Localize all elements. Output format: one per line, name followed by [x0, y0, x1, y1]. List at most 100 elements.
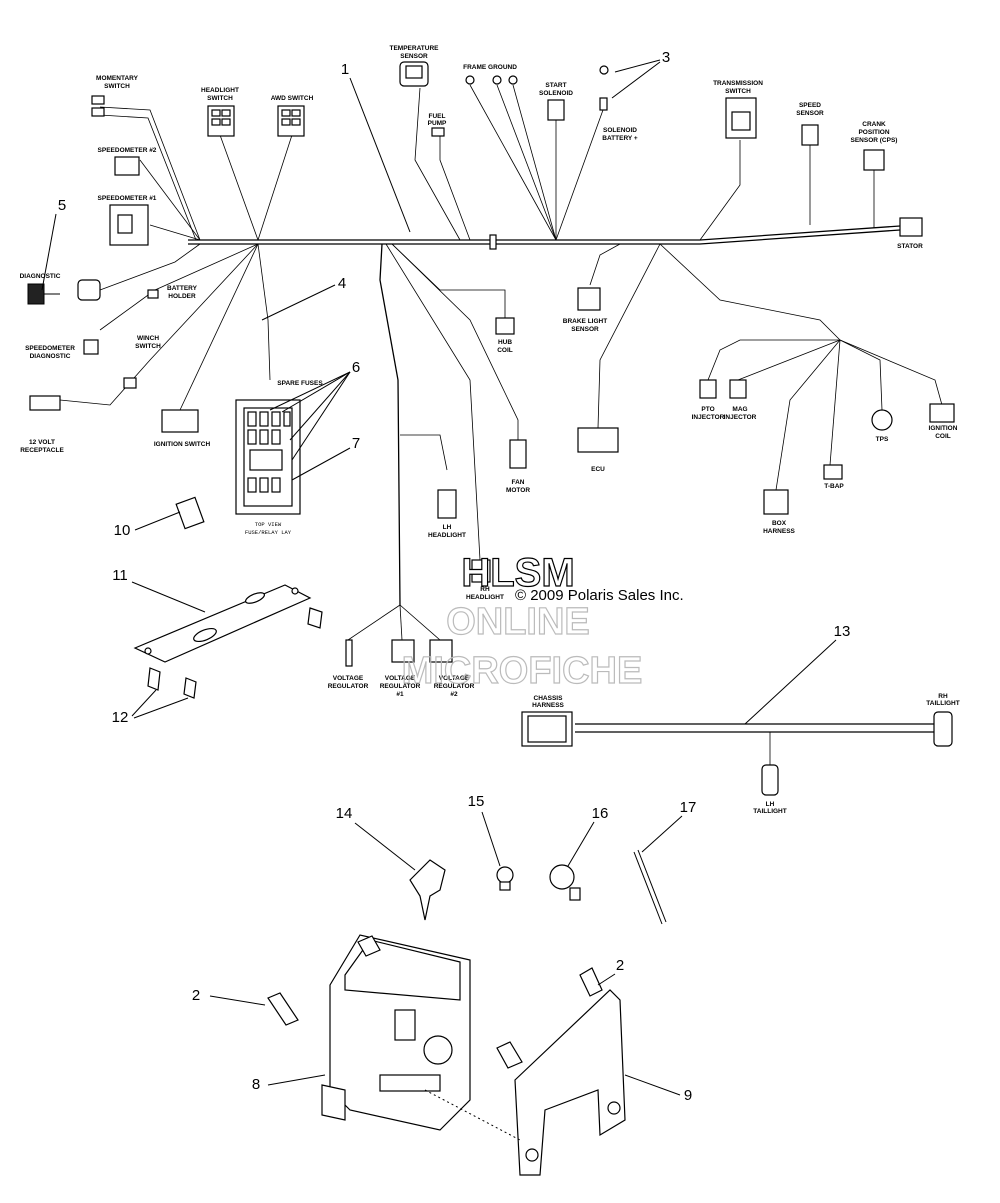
cable-clamp-small — [496, 866, 514, 891]
callout-17: 17 — [680, 799, 697, 816]
momentary-switch: MOMENTARY SWITCH — [91, 75, 139, 117]
svg-text:POSITION: POSITION — [858, 129, 889, 136]
callout-4: 4 — [338, 275, 346, 292]
callout-14: 14 — [336, 805, 353, 822]
callout-13: 13 — [834, 623, 851, 640]
watermark: HLSM ONLINE MICROFICHE © 2009 Polaris Sa… — [401, 550, 684, 692]
frame-ground: FRAME GROUND — [463, 64, 518, 85]
svg-text:STATOR: STATOR — [897, 243, 923, 250]
svg-text:SENSOR: SENSOR — [400, 53, 428, 60]
svg-text:TAILLIGHT: TAILLIGHT — [926, 700, 959, 707]
speedometer-diagnostic: SPEEDOMETER DIAGNOSTIC — [25, 339, 99, 360]
relay — [175, 496, 205, 530]
solenoid-battery: SOLENOID BATTERY + — [599, 65, 638, 142]
fuse-relay-box: SPARE FUSES TOP VIEW FUSE/RELAY LAY — [235, 380, 323, 536]
svg-text:12 VOLT: 12 VOLT — [29, 439, 55, 446]
svg-text:MICROFICHE: MICROFICHE — [402, 650, 643, 692]
callout-5: 5 — [58, 197, 66, 214]
mag-injector: MAG INJECTOR — [724, 379, 757, 421]
svg-text:MOMENTARY: MOMENTARY — [96, 75, 139, 82]
svg-text:VOLTAGE: VOLTAGE — [439, 675, 470, 682]
svg-text:SPEEDOMETER #1: SPEEDOMETER #1 — [98, 195, 157, 202]
battery-holder: BATTERY HOLDER — [147, 285, 198, 300]
svg-text:T-BAP: T-BAP — [824, 483, 844, 490]
svg-text:SOLENOID: SOLENOID — [603, 127, 637, 134]
svg-text:MOTOR: MOTOR — [506, 487, 530, 494]
voltage-regulator: VOLTAGE REGULATOR — [328, 639, 369, 690]
svg-text:MAG: MAG — [732, 406, 747, 413]
svg-text:SWITCH: SWITCH — [135, 343, 161, 350]
svg-text:SENSOR: SENSOR — [571, 326, 599, 333]
svg-text:DIAGNOSTIC: DIAGNOSTIC — [30, 353, 71, 360]
speedometer-2: SPEEDOMETER #2 — [98, 147, 157, 176]
start-solenoid: START SOLENOID — [539, 82, 573, 121]
svg-text:SWITCH: SWITCH — [725, 88, 751, 95]
voltage-regulator-1: VOLTAGE REGULATOR #1 — [380, 639, 421, 698]
twelve-volt-receptacle: 12 VOLT RECEPTACLE — [20, 395, 64, 454]
cable-clamp-large — [549, 864, 581, 901]
svg-text:REGULATOR: REGULATOR — [328, 683, 369, 690]
main-harness — [59, 84, 943, 641]
callouts: 1 2 2 3 4 5 6 7 8 9 10 11 12 13 14 15 — [41, 49, 851, 1104]
ecu-module — [321, 934, 471, 1131]
svg-text:PUMP: PUMP — [428, 120, 447, 127]
svg-text:TPS: TPS — [876, 436, 889, 443]
callout-12: 12 — [112, 709, 129, 726]
copyright-text: © 2009 Polaris Sales Inc. — [515, 587, 684, 604]
ignition-coil: IGNITION COIL — [929, 403, 958, 440]
svg-text:BATTERY: BATTERY — [167, 285, 198, 292]
svg-text:AWD SWITCH: AWD SWITCH — [271, 95, 314, 102]
callout-1: 1 — [341, 61, 349, 78]
svg-text:HEADLIGHT: HEADLIGHT — [428, 532, 466, 539]
svg-text:HLSM: HLSM — [461, 551, 574, 595]
t-bap: T-BAP — [823, 464, 844, 490]
svg-text:START: START — [545, 82, 566, 89]
svg-text:SPEEDOMETER #2: SPEEDOMETER #2 — [98, 147, 157, 154]
svg-text:WINCH: WINCH — [137, 335, 159, 342]
svg-text:COIL: COIL — [497, 347, 513, 354]
taillight-harness: CHASSIS HARNESS RH TAILLIGHT LH TAILLIGH… — [521, 693, 960, 815]
temperature-sensor: TEMPERATURE SENSOR — [390, 45, 440, 87]
diagnostic: DIAGNOSTIC — [20, 273, 101, 305]
cable-tie — [633, 849, 667, 925]
svg-text:VOLTAGE: VOLTAGE — [385, 675, 416, 682]
callout-16: 16 — [592, 805, 609, 822]
svg-text:BRAKE LIGHT: BRAKE LIGHT — [563, 318, 607, 325]
box-harness: BOX HARNESS — [763, 489, 796, 535]
speedometer-1: SPEEDOMETER #1 — [98, 195, 157, 246]
pto-injector: PTO INJECTOR — [692, 379, 725, 421]
callout-3: 3 — [662, 49, 670, 66]
svg-text:SWITCH: SWITCH — [104, 83, 130, 90]
svg-text:RH: RH — [480, 586, 490, 593]
svg-text:SENSOR (CPS): SENSOR (CPS) — [851, 137, 898, 144]
svg-text:FUEL: FUEL — [429, 113, 446, 120]
svg-text:COIL: COIL — [935, 433, 951, 440]
svg-text:TAILLIGHT: TAILLIGHT — [753, 808, 786, 815]
bracket-plate — [133, 584, 323, 699]
callout-15: 15 — [468, 793, 485, 810]
callout-2: 2 — [192, 987, 200, 1004]
transmission-switch: TRANSMISSION SWITCH — [713, 80, 763, 139]
svg-text:BATTERY +: BATTERY + — [602, 135, 638, 142]
svg-text:PTO: PTO — [701, 406, 714, 413]
svg-text:HUB: HUB — [498, 339, 512, 346]
ecu: ECU — [577, 427, 619, 473]
speed-sensor: SPEED SENSOR — [796, 102, 824, 146]
svg-text:BOX: BOX — [772, 520, 787, 527]
svg-text:LH: LH — [443, 524, 452, 531]
svg-text:REGULATOR: REGULATOR — [434, 683, 475, 690]
callout-10: 10 — [114, 522, 131, 539]
svg-text:HOLDER: HOLDER — [168, 293, 196, 300]
svg-text:ONLINE: ONLINE — [446, 601, 590, 643]
crank-position-sensor: CRANK POSITION SENSOR (CPS) — [851, 121, 898, 171]
winch-switch: WINCH SWITCH — [123, 335, 161, 389]
svg-text:VOLTAGE: VOLTAGE — [333, 675, 364, 682]
tps: TPS — [871, 409, 893, 443]
headlight-switch: HEADLIGHT SWITCH — [201, 87, 239, 137]
svg-text:CHASSIS: CHASSIS — [534, 695, 564, 702]
svg-text:TEMPERATURE: TEMPERATURE — [390, 45, 440, 52]
callout-9: 9 — [684, 1087, 692, 1104]
ignition-switch: IGNITION SWITCH — [154, 409, 210, 448]
svg-text:HEADLIGHT: HEADLIGHT — [466, 594, 504, 601]
